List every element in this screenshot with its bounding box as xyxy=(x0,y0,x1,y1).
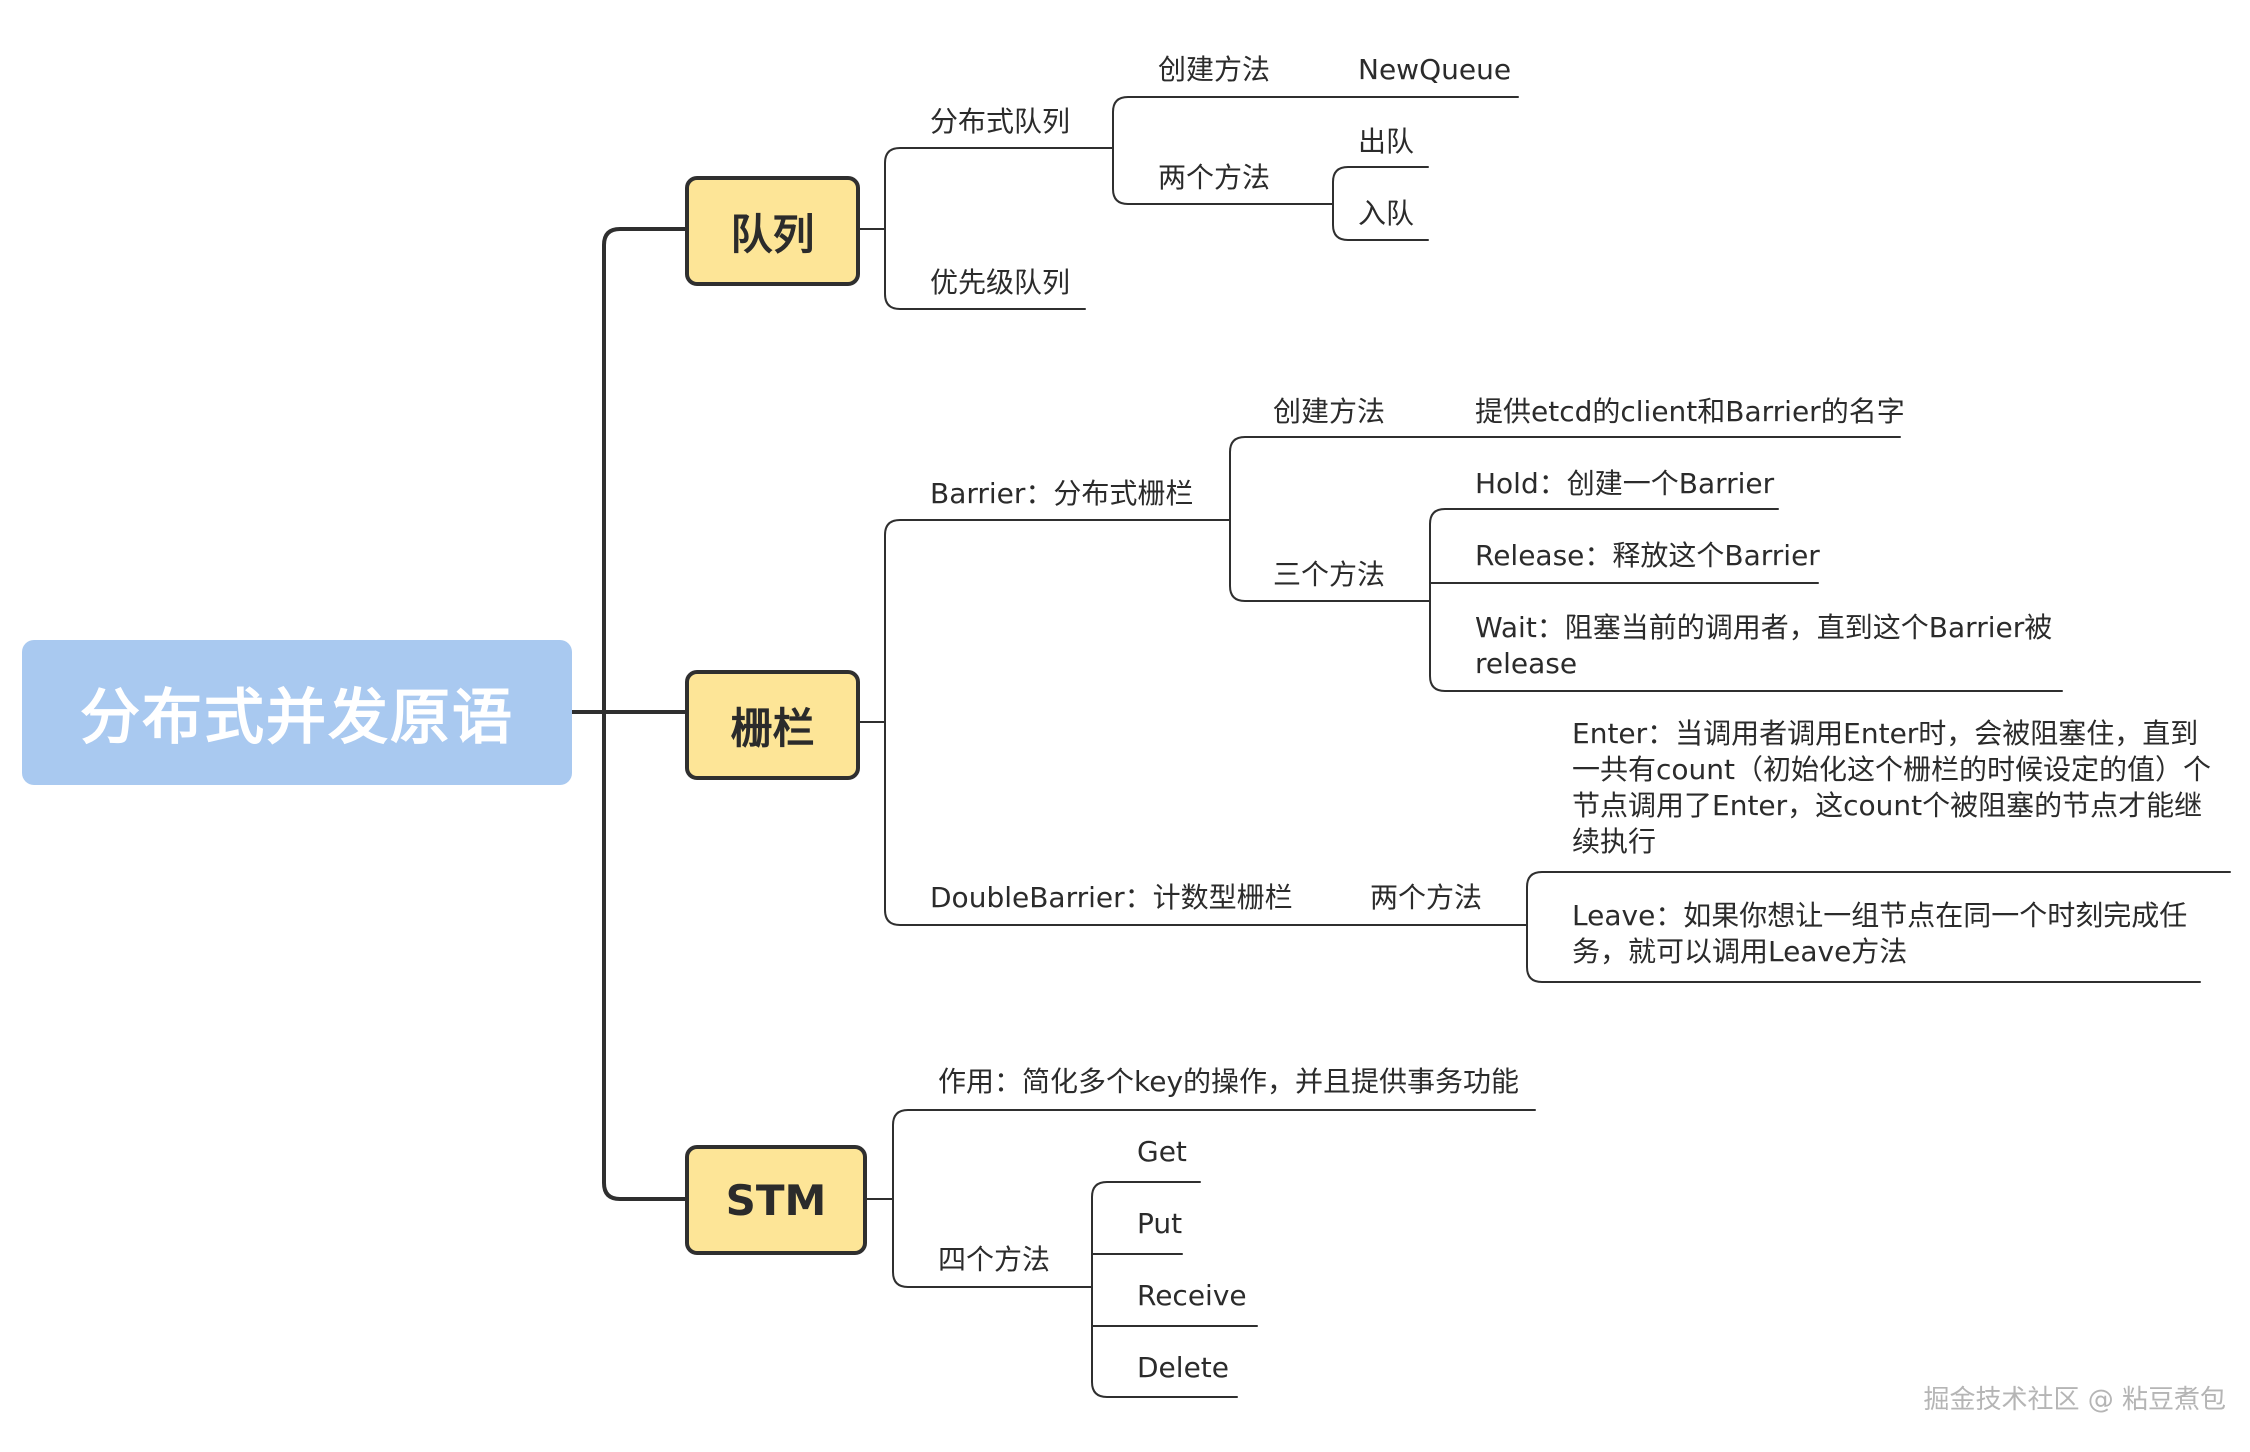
barrier-release-label: Release：释放这个Barrier xyxy=(1475,539,1820,572)
queue-enqueue-label: 入队 xyxy=(1358,197,1415,230)
stm-put-label: Put xyxy=(1137,1207,1183,1240)
stm-get-label: Get xyxy=(1137,1135,1187,1168)
stm-purpose-label: 作用：简化多个key的操作，并且提供事务功能 xyxy=(938,1065,1520,1098)
barrier-wait-label: Wait：阻塞当前的调用者，直到这个Barrier被release xyxy=(1475,611,2053,680)
topic-stm: STM xyxy=(685,1145,867,1255)
queue-newqueue-label: NewQueue xyxy=(1358,53,1512,86)
stm-receive-label: Receive xyxy=(1137,1279,1247,1312)
barrier-hold-label: Hold：创建一个Barrier xyxy=(1475,467,1775,500)
queue-distributed-label: 分布式队列 xyxy=(930,105,1071,138)
double-barrier-two-methods-label: 两个方法 xyxy=(1370,881,1483,914)
double-barrier-leave-label: Leave：如果你想让一组节点在同一个时刻完成任务，就可以调用Leave方法 xyxy=(1572,899,2188,968)
stm-delete-label: Delete xyxy=(1137,1351,1229,1384)
barrier-create-method-label: 创建方法 xyxy=(1273,395,1386,428)
root-topic: 分布式并发原语 xyxy=(22,640,572,785)
queue-priority-label: 优先级队列 xyxy=(930,266,1071,299)
queue-dequeue-label: 出队 xyxy=(1358,125,1415,158)
queue-two-methods-label: 两个方法 xyxy=(1158,161,1271,194)
double-barrier-label: DoubleBarrier：计数型栅栏 xyxy=(930,881,1293,914)
double-barrier-enter-label: Enter：当调用者调用Enter时，会被阻塞住，直到一共有count（初始化这… xyxy=(1572,717,2211,858)
barrier-distributed-label: Barrier：分布式栅栏 xyxy=(930,477,1194,510)
watermark: 掘金技术社区 @ 粘豆煮包 xyxy=(1923,1385,2226,1415)
stm-four-methods-label: 四个方法 xyxy=(938,1243,1051,1276)
topic-queue: 队列 xyxy=(685,176,860,286)
barrier-three-methods-label: 三个方法 xyxy=(1273,558,1386,591)
queue-create-method-label: 创建方法 xyxy=(1158,53,1271,86)
topic-barrier: 栅栏 xyxy=(685,670,860,780)
barrier-create-desc-label: 提供etcd的client和Barrier的名字 xyxy=(1475,395,1905,428)
